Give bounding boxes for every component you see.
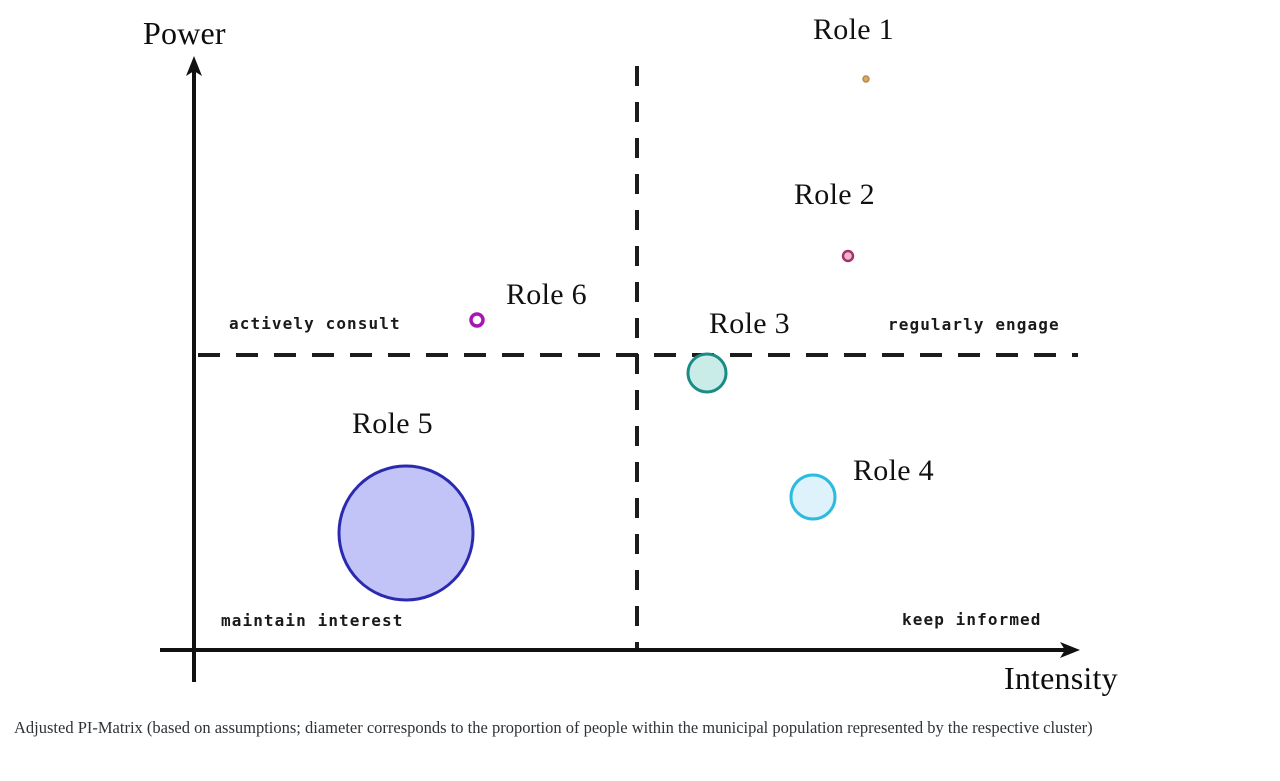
data-label-role-4: Role 4	[853, 454, 934, 487]
data-label-role-3: Role 3	[709, 307, 790, 340]
chart-canvas	[160, 56, 1080, 682]
quadrant-label-regularly-engage: regularly engage	[888, 315, 1060, 334]
data-label-role-1: Role 1	[813, 13, 894, 46]
quadrant-label-maintain-interest: maintain interest	[221, 611, 404, 630]
bubble-role-1[interactable]	[862, 75, 870, 83]
bubble-role-6[interactable]	[469, 312, 485, 328]
data-label-role-6: Role 6	[506, 278, 587, 311]
y-axis-arrowhead	[186, 56, 202, 76]
quadrant-label-keep-informed: keep informed	[902, 610, 1042, 629]
data-label-role-2: Role 2	[794, 178, 875, 211]
y-axis-title: Power	[143, 15, 226, 51]
bubble-role-3[interactable]	[686, 352, 728, 394]
bubble-role-4[interactable]	[789, 473, 837, 521]
x-axis-title: Intensity	[1004, 660, 1118, 696]
pi-matrix-chart: Power Intensity Role 1 Role 2 Role 3 Rol…	[143, 13, 1118, 696]
figure-caption: Adjusted PI-Matrix (based on assumptions…	[14, 718, 1093, 737]
bubble-role-5[interactable]	[337, 464, 475, 602]
x-axis-arrowhead	[1060, 642, 1080, 658]
quadrant-label-actively-consult: actively consult	[229, 314, 401, 333]
data-label-role-5: Role 5	[352, 407, 433, 440]
bubble-role-2[interactable]	[841, 249, 855, 263]
